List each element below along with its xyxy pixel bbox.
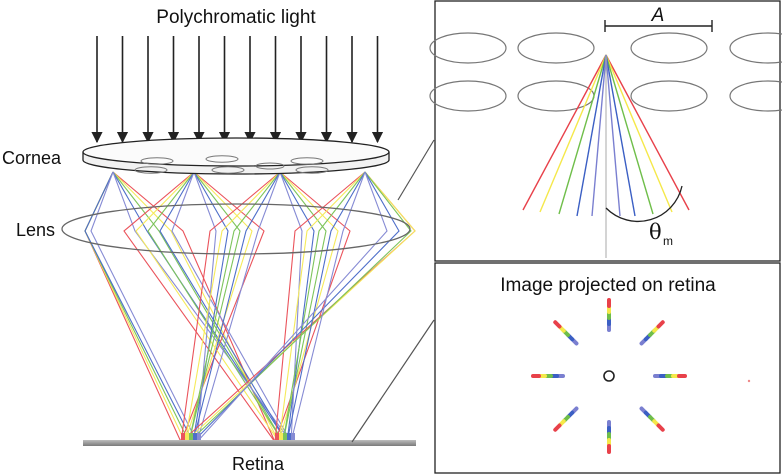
ray-path (188, 171, 412, 443)
detail-ray-fan (522, 54, 690, 217)
ray-path (171, 171, 292, 443)
ray-path (112, 171, 284, 443)
ray-path (112, 171, 292, 443)
spectrum-streak-segment (553, 320, 562, 329)
focal-color-spot (279, 433, 283, 442)
ray-path (188, 171, 281, 443)
label-period-a: A (651, 5, 665, 26)
detail-ray (605, 54, 636, 217)
focal-color-spot (275, 433, 279, 442)
detail-ray (522, 54, 607, 211)
focal-color-spot (189, 433, 193, 442)
ray-path (282, 171, 366, 443)
ray-path (184, 171, 253, 443)
connector-to-grating-panel (397, 139, 435, 201)
connector-to-retina-panel (351, 319, 435, 443)
diffracted-ray-fans (84, 171, 416, 443)
label-lens: Lens (16, 220, 55, 240)
ray-path (193, 171, 217, 443)
ray-path (278, 171, 339, 443)
ray-path (84, 171, 186, 443)
focal-color-spot (283, 433, 287, 442)
focal-color-spot (193, 433, 197, 442)
ray-path (196, 171, 281, 443)
focal-color-spot (185, 433, 189, 442)
ray-path (279, 171, 315, 443)
ray-path (196, 171, 388, 443)
detail-ray (605, 54, 690, 211)
label-cornea: Cornea (2, 148, 62, 168)
detail-ray (591, 54, 607, 217)
ray-path (192, 171, 400, 443)
ray-path (192, 171, 281, 443)
focal-color-spot (291, 433, 295, 442)
ray-path (188, 171, 241, 443)
label-theta-subscript: m (663, 234, 673, 248)
period-dimension-bar (604, 20, 713, 32)
ray-path (123, 171, 276, 443)
cornea-disk (82, 137, 390, 175)
stray-dot (747, 379, 751, 383)
lens-ellipse (61, 203, 411, 255)
ray-path (90, 171, 198, 443)
title-polychromatic-light: Polychromatic light (156, 7, 316, 28)
ray-path (84, 171, 190, 443)
central-spot (603, 370, 615, 382)
ray-path (159, 171, 288, 443)
incoming-light-arrows (91, 36, 384, 144)
angle-arc (605, 185, 683, 223)
ray-path (84, 171, 194, 443)
ray-path (180, 171, 265, 443)
detail-ray (605, 54, 654, 215)
ray-path (278, 171, 366, 443)
label-theta: θ (649, 220, 662, 244)
detail-ray (605, 54, 621, 217)
ray-path (84, 171, 182, 443)
focal-color-spot (287, 433, 291, 442)
focal-color-spot (181, 433, 185, 442)
ray-path (180, 171, 281, 443)
label-retina: Retina (232, 454, 285, 474)
detail-ray (576, 54, 607, 217)
retina-diffraction-pattern (531, 298, 687, 454)
ray-path (290, 171, 366, 443)
ray-path (135, 171, 280, 443)
detail-ray (605, 54, 673, 213)
ray-path (274, 171, 366, 443)
ray-path (112, 171, 276, 443)
ray-path (184, 171, 281, 443)
spectrum-streak-segment (553, 423, 562, 432)
grating-detail-panel (434, 0, 781, 262)
detail-ray (539, 54, 607, 213)
grating-ellipses (429, 32, 782, 112)
spectrum-streak-segment (656, 423, 665, 432)
ray-path (279, 171, 327, 443)
ray-path (286, 171, 366, 443)
ray-path (192, 171, 229, 443)
ray-path (274, 171, 351, 443)
ray-path (112, 171, 288, 443)
spectrum-streak-segment (656, 320, 665, 329)
retina-surface (83, 440, 416, 446)
detail-ray (558, 54, 607, 215)
focal-color-spot (197, 433, 201, 442)
panel-title-retina-image: Image projected on retina (500, 275, 716, 296)
ray-path (147, 171, 284, 443)
ray-path (112, 171, 280, 443)
